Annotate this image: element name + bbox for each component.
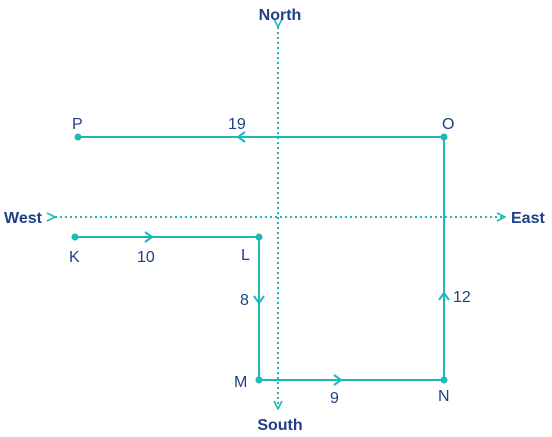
- north-label: North: [259, 7, 302, 24]
- point-p-dot: [74, 133, 82, 141]
- distance-m-n: 9: [330, 390, 339, 407]
- point-m-label: M: [234, 374, 247, 391]
- arrow-n-to-o: [438, 291, 450, 301]
- point-o-dot: [440, 133, 448, 141]
- point-p-label: P: [72, 116, 83, 133]
- arrow-k-to-l: [144, 231, 154, 243]
- distance-k-l: 10: [137, 249, 155, 266]
- arrow-o-to-p: [236, 131, 246, 143]
- point-k-dot: [71, 233, 79, 241]
- distance-p-o: 19: [228, 116, 246, 133]
- distance-n-o: 12: [453, 289, 471, 306]
- west-label: West: [4, 210, 43, 227]
- point-o-label: O: [442, 116, 454, 133]
- point-l-dot: [255, 233, 263, 241]
- point-k-label: K: [69, 249, 80, 266]
- point-m-dot: [255, 376, 263, 384]
- point-n-dot: [440, 376, 448, 384]
- arrow-m-to-n: [333, 374, 343, 386]
- arrow-l-to-m: [253, 295, 265, 305]
- distance-l-m: 8: [240, 292, 249, 309]
- east-label: East: [511, 210, 545, 227]
- point-l-label: L: [241, 247, 250, 264]
- south-label: South: [257, 417, 302, 434]
- point-n-label: N: [438, 388, 450, 405]
